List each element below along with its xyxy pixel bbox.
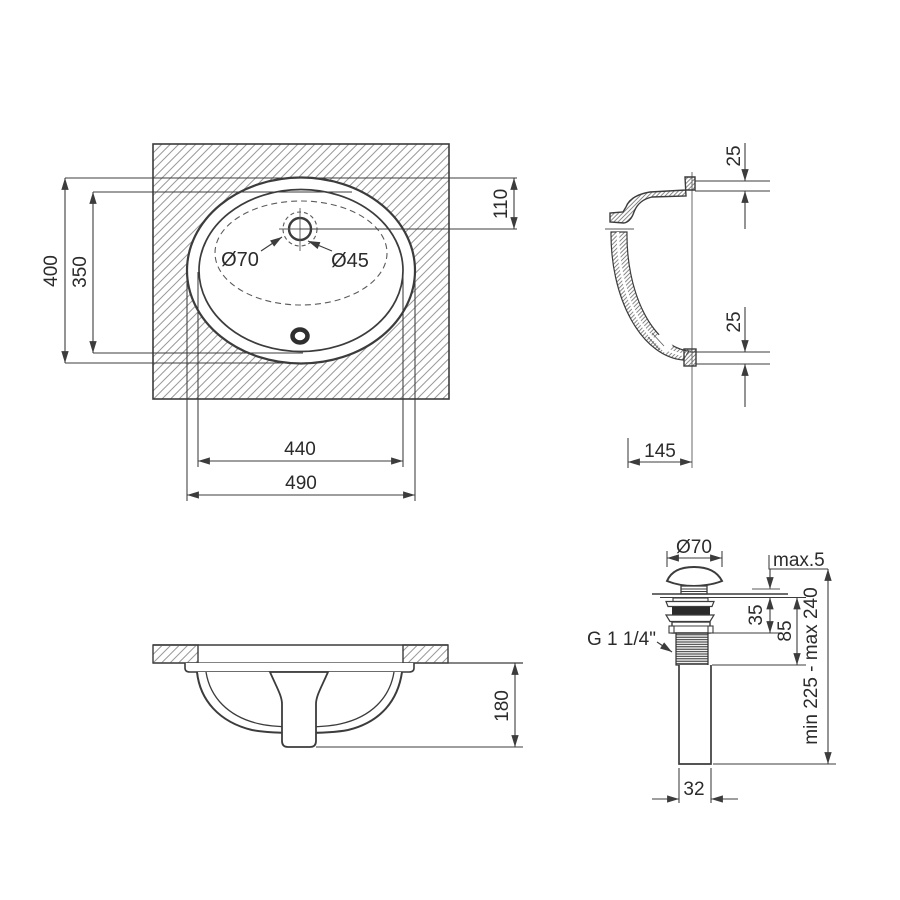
top-view: 400 350 110 Ø70 Ø45 440 490	[41, 143, 518, 501]
cap-stem-ridges	[681, 588, 707, 592]
threaded-section	[675, 632, 709, 666]
dim-85-label: 85	[775, 620, 796, 641]
dim-minmax-label: min 225 - max 240	[801, 587, 822, 744]
section-break-ticks	[647, 332, 665, 351]
dim-350-label: 350	[70, 256, 91, 288]
dim-110-label: 110	[491, 189, 512, 219]
counter-block-right	[402, 644, 449, 664]
locknut	[671, 621, 711, 634]
dim-35-label: 35	[746, 604, 767, 625]
cap-stem	[680, 585, 708, 595]
hole-70-label: Ø70	[221, 249, 259, 271]
max5-label: max.5	[773, 550, 825, 571]
dim-25-bottom-label: 25	[724, 311, 745, 332]
thread-leader	[656, 641, 673, 653]
front-view: 180	[152, 644, 523, 748]
dim-32-label: 32	[683, 779, 704, 800]
thread-label: G 1 1/4"	[587, 629, 656, 650]
counter-block-left	[152, 644, 199, 664]
extension-lines	[65, 177, 517, 501]
dim-400-label: 400	[41, 255, 62, 287]
leader-70	[260, 236, 283, 252]
dim-440-label: 440	[284, 439, 316, 460]
drain-assembly-view: Ø70 G 1 1/4" max.5 35 85 min 225 - max 2…	[587, 537, 836, 803]
section-view: 25 25 145	[605, 143, 770, 468]
section-extension-lines	[627, 180, 770, 468]
rubber-gasket	[672, 607, 710, 615]
section-front-edge-block	[683, 348, 697, 367]
dim-490-label: 490	[285, 473, 317, 494]
locknut-tab-right	[707, 625, 714, 634]
drain-extension-lines	[678, 632, 836, 803]
hole-45-label: Ø45	[331, 250, 369, 272]
section-rim-profile	[609, 176, 696, 224]
drain-boss	[268, 671, 330, 748]
rim-flange	[184, 663, 415, 673]
dim-180-label: 180	[492, 690, 513, 722]
overflow-hole	[290, 327, 310, 345]
max5-shelf-line	[768, 555, 828, 570]
dim-145-label: 145	[644, 441, 676, 462]
dim-25-top-label: 25	[724, 145, 745, 166]
locknut-tab-left	[668, 625, 675, 634]
leader-45	[307, 240, 333, 252]
washer	[664, 614, 716, 623]
drain-cap-dia-label: Ø70	[676, 537, 712, 558]
flange-body	[665, 600, 715, 608]
popup-cap	[665, 565, 724, 588]
basin-rim-ellipse	[198, 188, 404, 353]
tailpipe	[678, 665, 712, 765]
section-break-wipe	[653, 332, 673, 353]
bowl-bottom-dashed-ellipse	[214, 200, 388, 306]
section-bowl-wall	[610, 231, 691, 361]
section-wall-gap	[616, 231, 687, 357]
